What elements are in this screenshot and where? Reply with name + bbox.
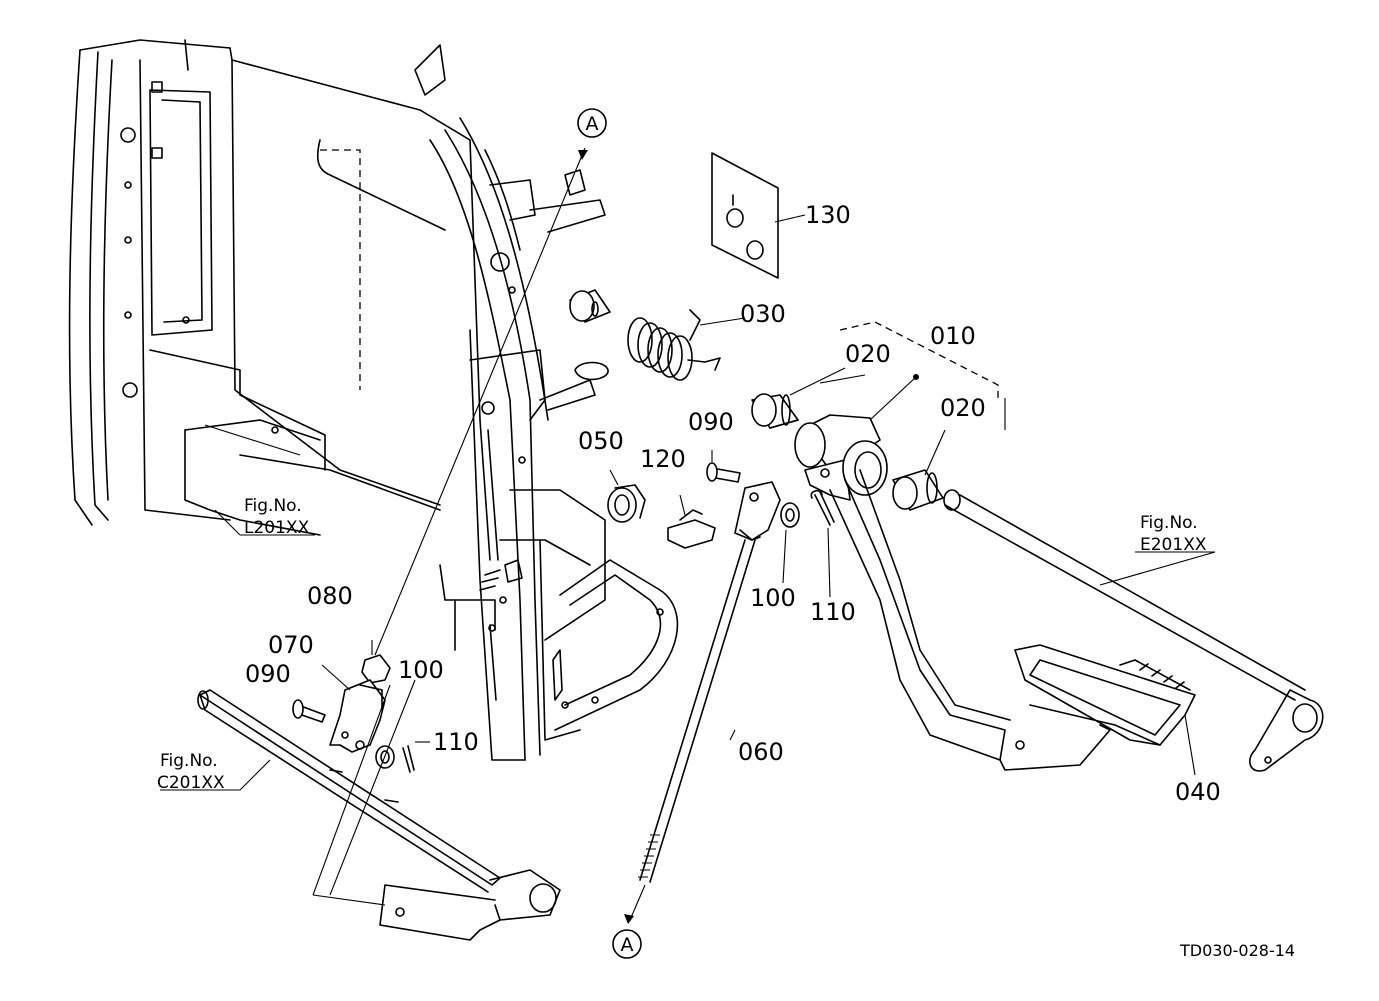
label-130: 130 <box>805 201 851 229</box>
part-100-washer-upper <box>780 502 800 584</box>
fig-ref-c201: Fig.No. C201XX <box>157 751 225 793</box>
fig-ref-caption: Fig.No. <box>160 751 218 771</box>
label-100-lower: 100 <box>398 656 444 684</box>
label-060: 060 <box>738 738 784 766</box>
label-050: 050 <box>578 427 624 455</box>
fig-ref-caption: Fig.No. <box>244 496 302 516</box>
label-010: 010 <box>930 322 976 350</box>
label-020-upper: 020 <box>845 340 891 368</box>
label-100-upper: 100 <box>750 584 796 612</box>
label-110-lower: 110 <box>433 728 479 756</box>
part-130-plate <box>711 152 806 279</box>
bushing-upper <box>569 289 611 381</box>
fig-ref-l201: Fig.No. L201XX <box>244 496 310 538</box>
part-040-pedal-pad <box>1014 644 1196 776</box>
part-100-washer-lower <box>375 745 395 769</box>
part-090-pin-upper <box>706 450 741 483</box>
label-070: 070 <box>268 631 314 659</box>
part-120-spacer <box>667 494 716 549</box>
label-030: 030 <box>740 300 786 328</box>
label-040: 040 <box>1175 778 1221 806</box>
part-110-cotter-upper <box>810 489 835 598</box>
svg-text:A: A <box>621 934 634 956</box>
fig-ref-number: E201XX <box>1140 535 1207 555</box>
ref-a-bottom: A <box>612 929 642 959</box>
part-030-spring <box>627 309 746 381</box>
part-050-bushing <box>607 469 646 523</box>
frame-pillar <box>429 117 679 761</box>
label-090-upper: 090 <box>688 408 734 436</box>
part-070-bracket <box>321 664 386 753</box>
drawing-code: TD030-028-14 <box>1179 941 1295 960</box>
part-020-bushings <box>751 367 946 511</box>
part-110-cotter-lower <box>402 741 430 773</box>
ref-a-top: A <box>577 108 607 138</box>
fig-ref-number: L201XX <box>244 518 310 538</box>
fig-ref-number: C201XX <box>157 773 225 793</box>
label-080: 080 <box>307 582 353 610</box>
svg-text:A: A <box>586 113 599 135</box>
label-leaders <box>160 374 1216 791</box>
label-090-lower: 090 <box>245 660 291 688</box>
label-120: 120 <box>640 445 686 473</box>
part-080-nut <box>361 640 391 684</box>
part-090-pin-lower <box>292 699 326 723</box>
label-110-upper: 110 <box>810 598 856 626</box>
lower-lever-c201 <box>197 689 561 941</box>
fig-ref-e201: Fig.No. E201XX <box>1140 513 1207 555</box>
label-020-right: 020 <box>940 394 986 422</box>
fig-ref-caption: Fig.No. <box>1140 513 1198 533</box>
leader-lines-lower <box>312 147 588 906</box>
part-010-pedal-assembly <box>794 321 1324 772</box>
part-060-rod <box>624 481 781 924</box>
cabin-frame-panel <box>68 39 481 536</box>
